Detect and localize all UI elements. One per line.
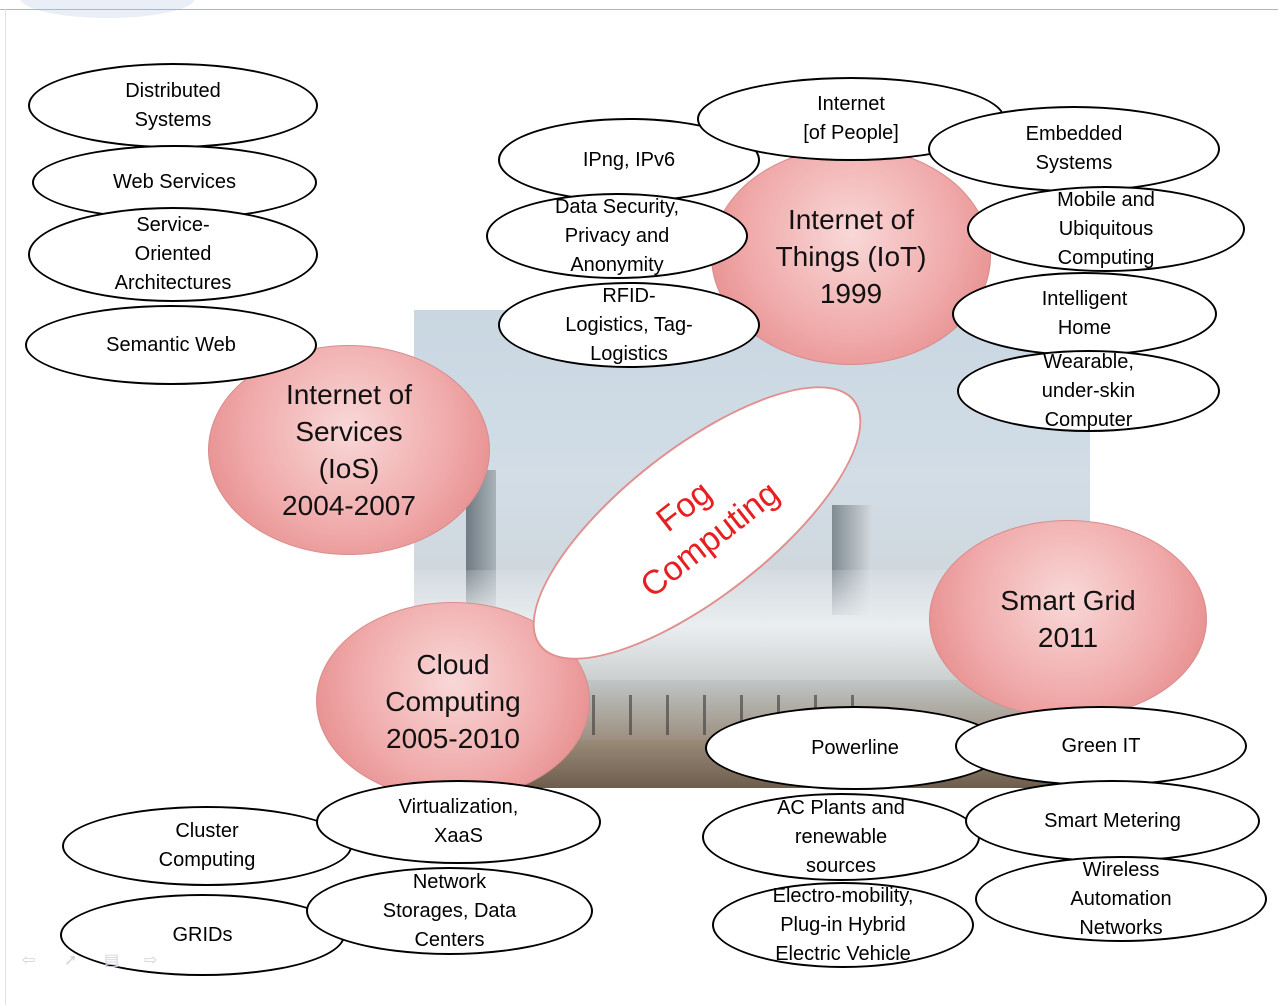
oval-service-oriented-architectures: Service- Oriented Architectures (28, 207, 318, 302)
oval-web-services: Web Services (32, 145, 317, 220)
oval-data-security: Data Security, Privacy and Anonymity (486, 193, 748, 279)
oval-rfid-logistics: RFID- Logistics, Tag- Logistics (498, 282, 760, 368)
hub-internet-of-things: Internet of Things (IoT) 1999 (711, 147, 991, 365)
oval-cluster-computing: Cluster Computing (62, 806, 352, 886)
oval-distributed-systems: Distributed Systems (28, 63, 318, 148)
hub-smart-grid: Smart Grid 2011 (929, 520, 1207, 718)
oval-mobile-ubiquitous: Mobile and Ubiquitous Computing (967, 186, 1245, 272)
oval-intelligent-home: Intelligent Home (952, 272, 1217, 356)
oval-ac-plants: AC Plants and renewable sources (702, 793, 980, 881)
oval-wireless-automation: Wireless Automation Networks (975, 856, 1267, 942)
oval-network-storages: Network Storages, Data Centers (306, 867, 593, 955)
oval-grids: GRIDs (60, 894, 345, 976)
oval-virtualization-xaas: Virtualization, XaaS (316, 780, 601, 864)
frame-left-line (5, 9, 6, 1005)
oval-smart-metering: Smart Metering (965, 780, 1260, 862)
oval-electro-mobility: Electro-mobility, Plug-in Hybrid Electri… (712, 882, 974, 968)
hub-internet-of-services: Internet of Services (IoS) 2004-2007 (208, 345, 490, 555)
menu-icon[interactable]: ▤ (104, 952, 120, 969)
arrow-right-icon[interactable]: ➚ (64, 952, 78, 969)
oval-wearable-computer: Wearable, under-skin Computer (957, 350, 1220, 432)
oval-ipng-ipv6: IPng, IPv6 (498, 118, 760, 202)
arrow-left-icon[interactable]: ⇦ (22, 952, 36, 969)
oval-semantic-web: Semantic Web (25, 305, 317, 385)
frame-top-line (0, 9, 1278, 10)
hub-cloud-computing: Cloud Computing 2005-2010 (316, 602, 590, 800)
forward-icon[interactable]: ⇨ (144, 952, 158, 969)
oval-embedded-systems: Embedded Systems (928, 106, 1220, 192)
oval-green-it: Green IT (955, 706, 1247, 786)
